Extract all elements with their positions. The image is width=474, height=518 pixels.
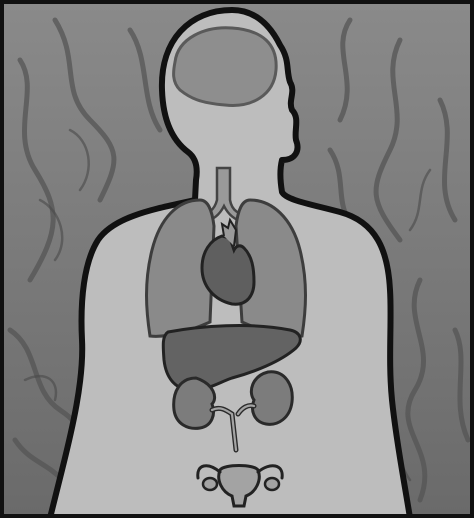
brain [174, 28, 277, 106]
left-kidney [174, 378, 215, 428]
left-ovary [203, 478, 217, 490]
right-kidney [251, 372, 292, 424]
right-ovary [265, 478, 279, 490]
